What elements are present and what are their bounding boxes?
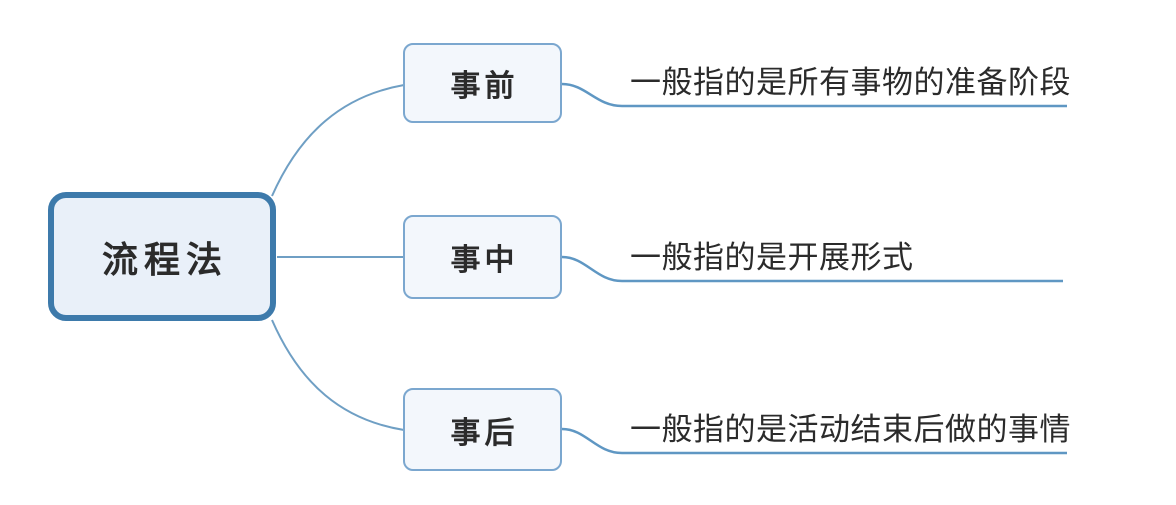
connector-root-to-after: [271, 319, 405, 431]
branch-node-during[interactable]: 事中: [403, 215, 562, 299]
root-node-label: 流程法: [101, 238, 228, 280]
branch-node-label: 事中: [450, 244, 519, 277]
branch-node-label: 事前: [450, 70, 519, 103]
branch-node-label: 事后: [450, 416, 519, 450]
connector-root-to-before: [271, 84, 405, 197]
branch-node-before[interactable]: 事前: [403, 43, 562, 123]
leaf-label-during[interactable]: 一般指的是开展形式: [630, 240, 914, 275]
leaf-label-before[interactable]: 一般指的是所有事物的准备阶段: [630, 65, 1071, 100]
root-node[interactable]: 流程法: [48, 192, 276, 321]
branch-node-after[interactable]: 事后: [403, 388, 562, 471]
leaf-label-after[interactable]: 一般指的是活动结束后做的事情: [630, 412, 1071, 447]
